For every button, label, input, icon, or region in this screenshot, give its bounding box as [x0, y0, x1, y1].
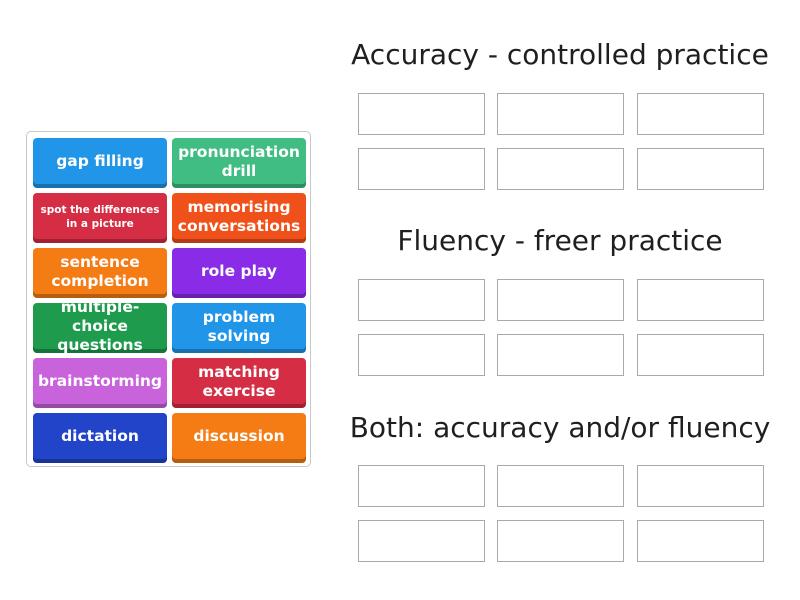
drop-slot[interactable]	[358, 148, 485, 190]
tile-dictation[interactable]: dictation	[33, 413, 167, 463]
tile-label: spot the differences in a picture	[40, 203, 160, 230]
drop-slot[interactable]	[497, 148, 624, 190]
tile-discussion[interactable]: discussion	[172, 413, 306, 463]
tile-label: memorising conversations	[177, 197, 301, 235]
drop-slot[interactable]	[497, 520, 624, 562]
drop-slot[interactable]	[358, 93, 485, 135]
drop-slot[interactable]	[497, 279, 624, 321]
drop-slot[interactable]	[358, 465, 485, 507]
tile-problem-solving[interactable]: problem solving	[172, 303, 306, 353]
tile-label: sentence completion	[51, 252, 149, 290]
group-title-both: Both: accuracy and/or fluency	[349, 411, 771, 444]
tile-matching-exercise[interactable]: matching exercise	[172, 358, 306, 408]
tile-gap-filling[interactable]: gap filling	[33, 138, 167, 188]
drop-slot[interactable]	[497, 334, 624, 376]
tile-label: gap filling	[56, 152, 144, 170]
drop-slot[interactable]	[637, 465, 764, 507]
tile-sentence-completion[interactable]: sentence completion	[33, 248, 167, 298]
tile-label: problem solving	[202, 307, 276, 345]
tile-label: matching exercise	[198, 362, 280, 400]
drop-slot[interactable]	[637, 279, 764, 321]
tile-label: dictation	[61, 427, 139, 445]
tile-role-play[interactable]: role play	[172, 248, 306, 298]
drop-slot[interactable]	[497, 93, 624, 135]
drop-slot[interactable]	[637, 148, 764, 190]
tile-brainstorming[interactable]: brainstorming	[33, 358, 167, 408]
tile-pronunciation-drill[interactable]: pronunciation drill	[172, 138, 306, 188]
tile-label: pronunciation drill	[178, 142, 300, 180]
tile-multiple-choice-questions[interactable]: multiple-choice questions	[33, 298, 167, 354]
drop-slot[interactable]	[358, 520, 485, 562]
tile-memorising-conversations[interactable]: memorising conversations	[172, 193, 306, 243]
tile-bank: gap filling pronunciation drill spot the…	[26, 131, 311, 467]
drop-slot[interactable]	[497, 465, 624, 507]
tile-label: multiple-choice questions	[57, 298, 143, 354]
drop-slot[interactable]	[637, 93, 764, 135]
group-title-accuracy: Accuracy - controlled practice	[351, 38, 769, 71]
drop-slot[interactable]	[358, 279, 485, 321]
drop-slot[interactable]	[637, 520, 764, 562]
tile-label: discussion	[193, 427, 285, 445]
group-title-fluency: Fluency - freer practice	[397, 224, 723, 257]
drop-slot[interactable]	[358, 334, 485, 376]
tile-label: role play	[200, 262, 277, 280]
tile-spot-the-differences[interactable]: spot the differences in a picture	[33, 193, 167, 243]
tile-label: brainstorming	[37, 372, 163, 390]
drop-slot[interactable]	[637, 334, 764, 376]
